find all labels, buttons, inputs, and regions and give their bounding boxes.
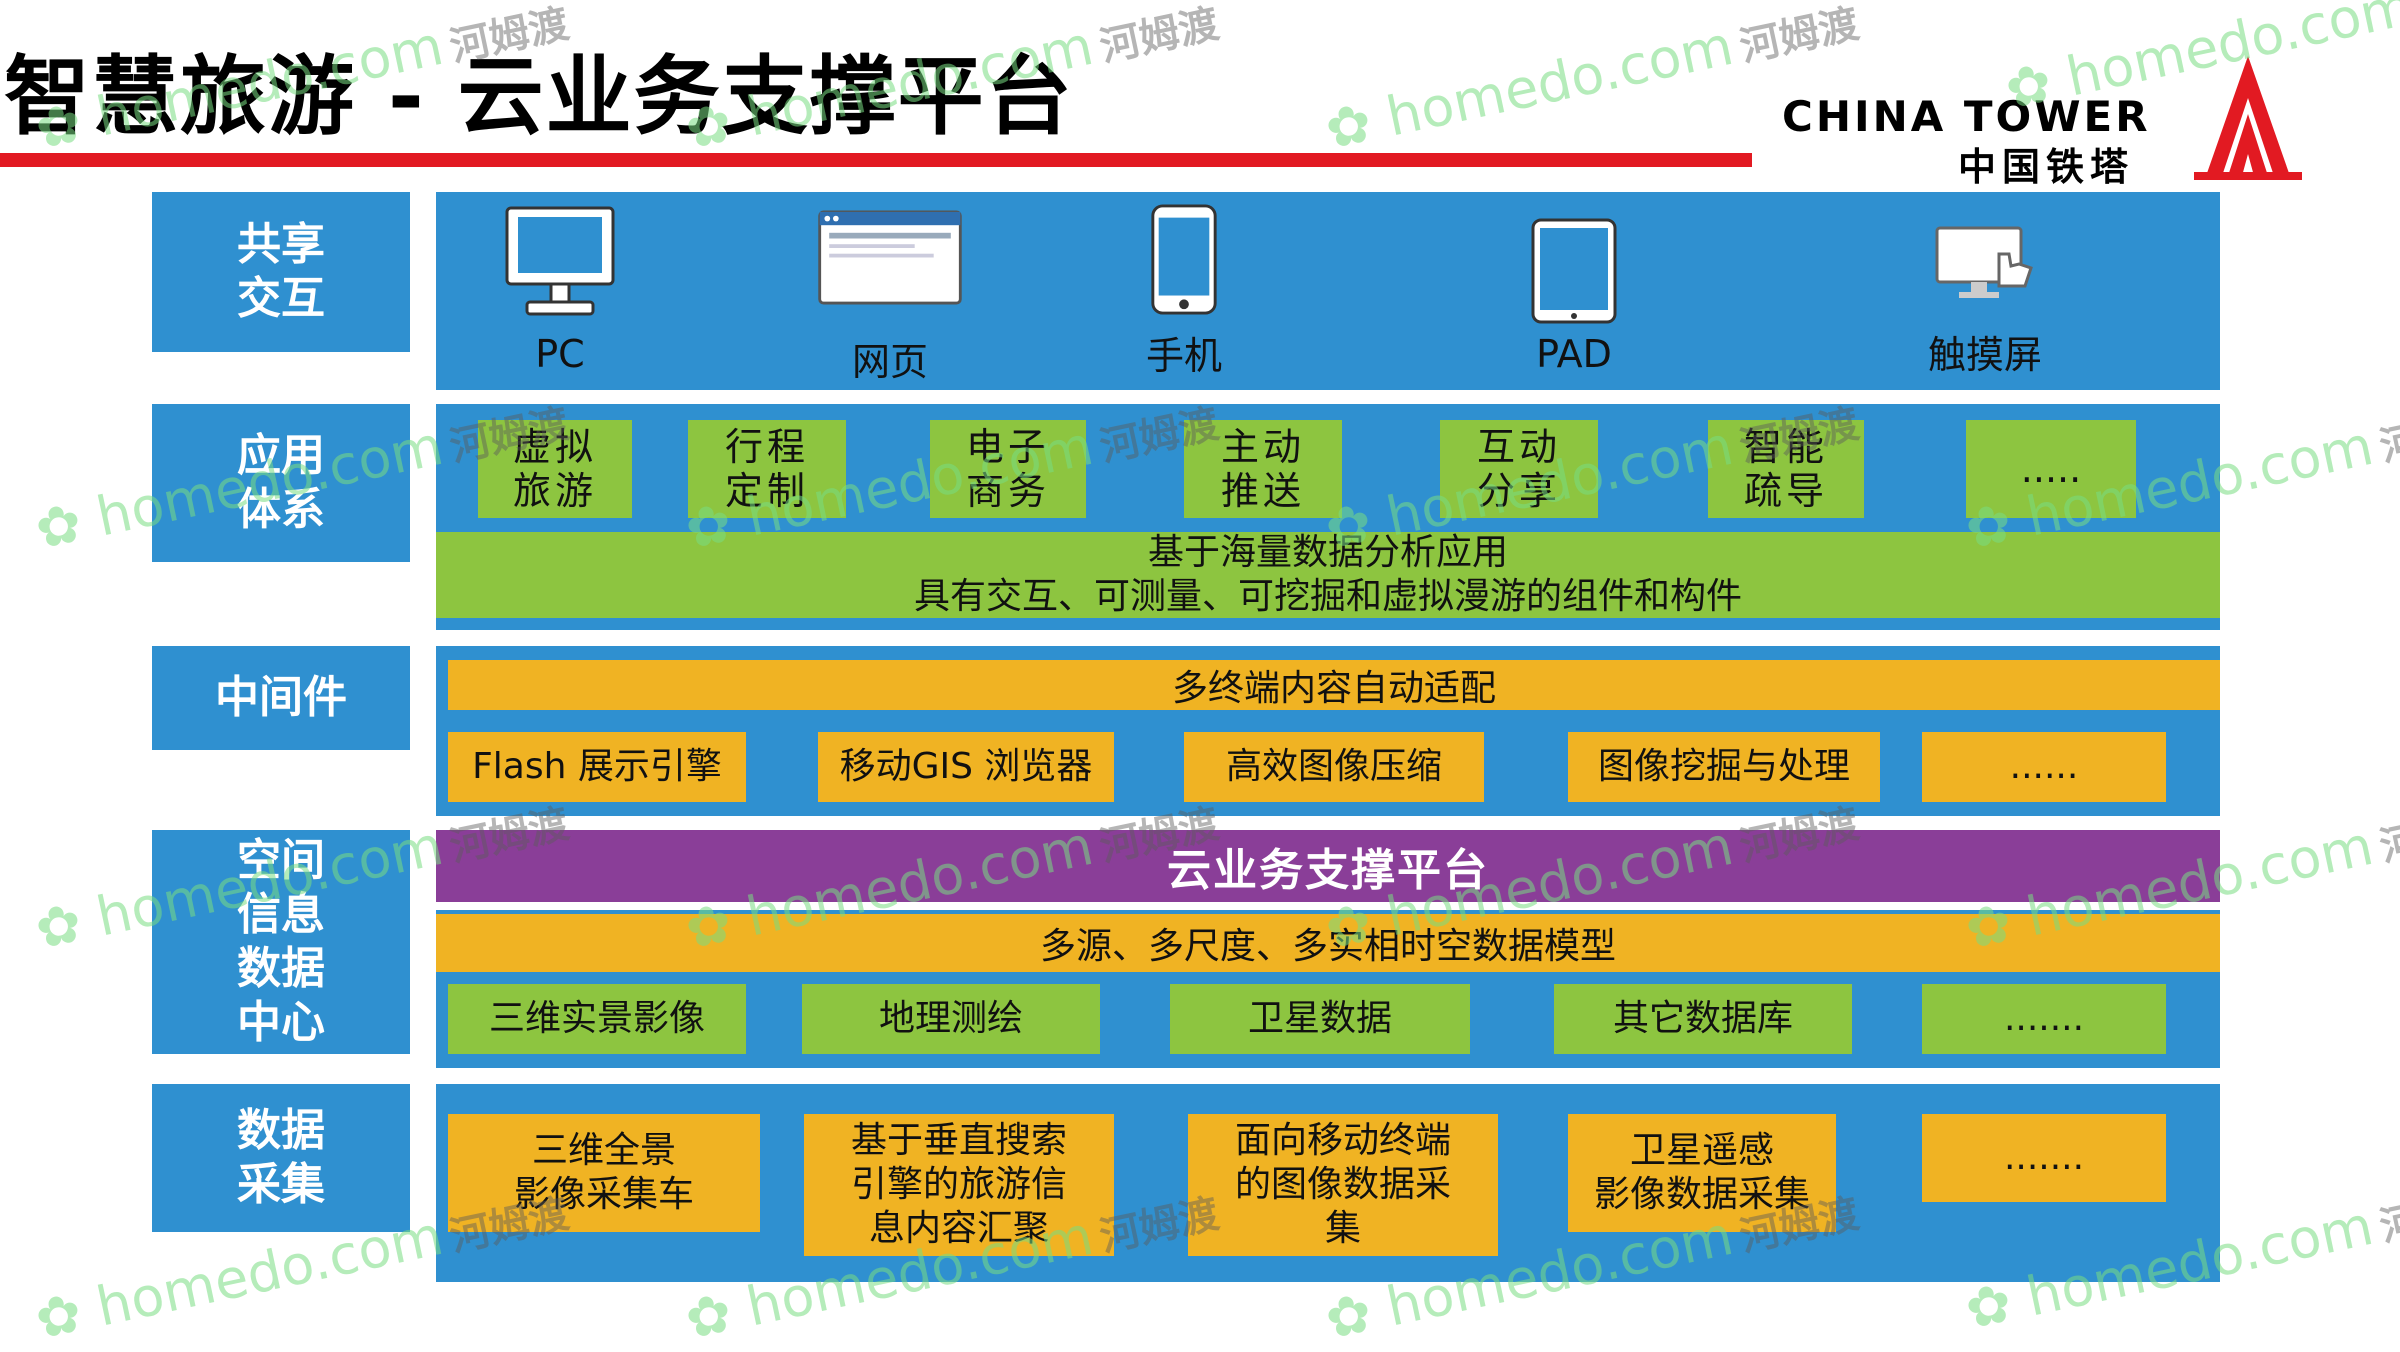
terminal-touchscreen: 触摸屏: [1900, 224, 2070, 384]
app-item: 主动 推送: [1184, 420, 1342, 518]
logo-chinese-text: 中国铁塔: [1958, 145, 2135, 189]
terminal-label: PAD: [1536, 332, 1612, 376]
title-underline: [0, 153, 1752, 167]
tower-logo-icon: [2194, 56, 2302, 180]
middleware-item-more: ......: [1922, 732, 2166, 802]
sharing-band: [436, 192, 2220, 390]
terminal-pad: PAD: [1504, 218, 1644, 384]
app-item: 互动 分享: [1440, 420, 1598, 518]
collection-item: 基于垂直搜索 引擎的旅游信 息内容汇聚: [804, 1114, 1114, 1256]
spatial-item-more: .......: [1922, 984, 2166, 1054]
row-label-data-collection: 数据 采集: [152, 1084, 410, 1232]
application-analysis-bar: 基于海量数据分析应用 具有交互、可测量、可挖掘和虚拟漫游的组件和构件: [436, 532, 2220, 618]
middleware-item: 图像挖掘与处理: [1568, 732, 1880, 802]
china-tower-logo: CHINA TOWER 中国铁塔: [1782, 56, 2302, 189]
smartphone-icon: [1151, 204, 1217, 315]
cloud-platform-bar: 云业务支撑平台: [436, 830, 2220, 902]
middleware-item: 移动GIS 浏览器: [818, 732, 1114, 802]
multi-terminal-adapt-bar: 多终端内容自动适配: [448, 660, 2220, 710]
terminal-label: 触摸屏: [1927, 333, 2042, 377]
pc-monitor-icon: [505, 206, 615, 316]
spatial-item: 地理测绘: [802, 984, 1100, 1054]
app-item: 行程 定制: [688, 420, 846, 518]
webpage-window-icon: [818, 210, 962, 305]
analysis-bar-line1: 基于海量数据分析应用: [1147, 532, 1508, 573]
terminal-web: 网页: [800, 210, 980, 386]
collection-item: 面向移动终端 的图像数据采 集: [1188, 1114, 1498, 1256]
row-label-spatial-data-center: 空间 信息 数据 中心: [152, 830, 410, 1054]
spatial-item: 其它数据库: [1554, 984, 1852, 1054]
terminal-label: 手机: [1145, 334, 1222, 378]
app-item: 电子 商务: [930, 420, 1086, 518]
spatial-item: 三维实景影像: [448, 984, 746, 1054]
spatial-item: 卫星数据: [1170, 984, 1470, 1054]
tablet-icon: [1531, 218, 1617, 324]
middleware-item: 高效图像压缩: [1184, 732, 1484, 802]
collection-item: 卫星遥感 影像数据采集: [1568, 1114, 1836, 1232]
touchscreen-icon: [1935, 226, 2033, 298]
terminal-label: PC: [535, 332, 585, 376]
page-title: 智慧旅游 - 云业务支撑平台: [4, 47, 1074, 147]
analysis-bar-line2: 具有交互、可测量、可挖掘和虚拟漫游的组件和构件: [913, 576, 1742, 617]
row-label-application: 应用 体系: [152, 404, 410, 562]
app-item: 智能 疏导: [1708, 420, 1864, 518]
middleware-item: Flash 展示引擎: [448, 732, 746, 802]
terminal-mobile: 手机: [1114, 204, 1254, 380]
collection-item: 三维全景 影像采集车: [448, 1114, 760, 1232]
row-label-middleware: 中间件: [152, 646, 410, 750]
terminal-label: 网页: [851, 340, 928, 384]
app-item: 虚拟 旅游: [478, 420, 632, 518]
row-label-sharing: 共享 交互: [152, 192, 410, 352]
terminal-pc: PC: [490, 204, 630, 384]
logo-english-text: CHINA TOWER: [1782, 92, 2151, 141]
collection-item-more: .......: [1922, 1114, 2166, 1202]
app-item-more: .....: [1966, 420, 2136, 518]
spatiotemporal-model-bar: 多源、多尺度、多实相时空数据模型: [436, 914, 2220, 972]
